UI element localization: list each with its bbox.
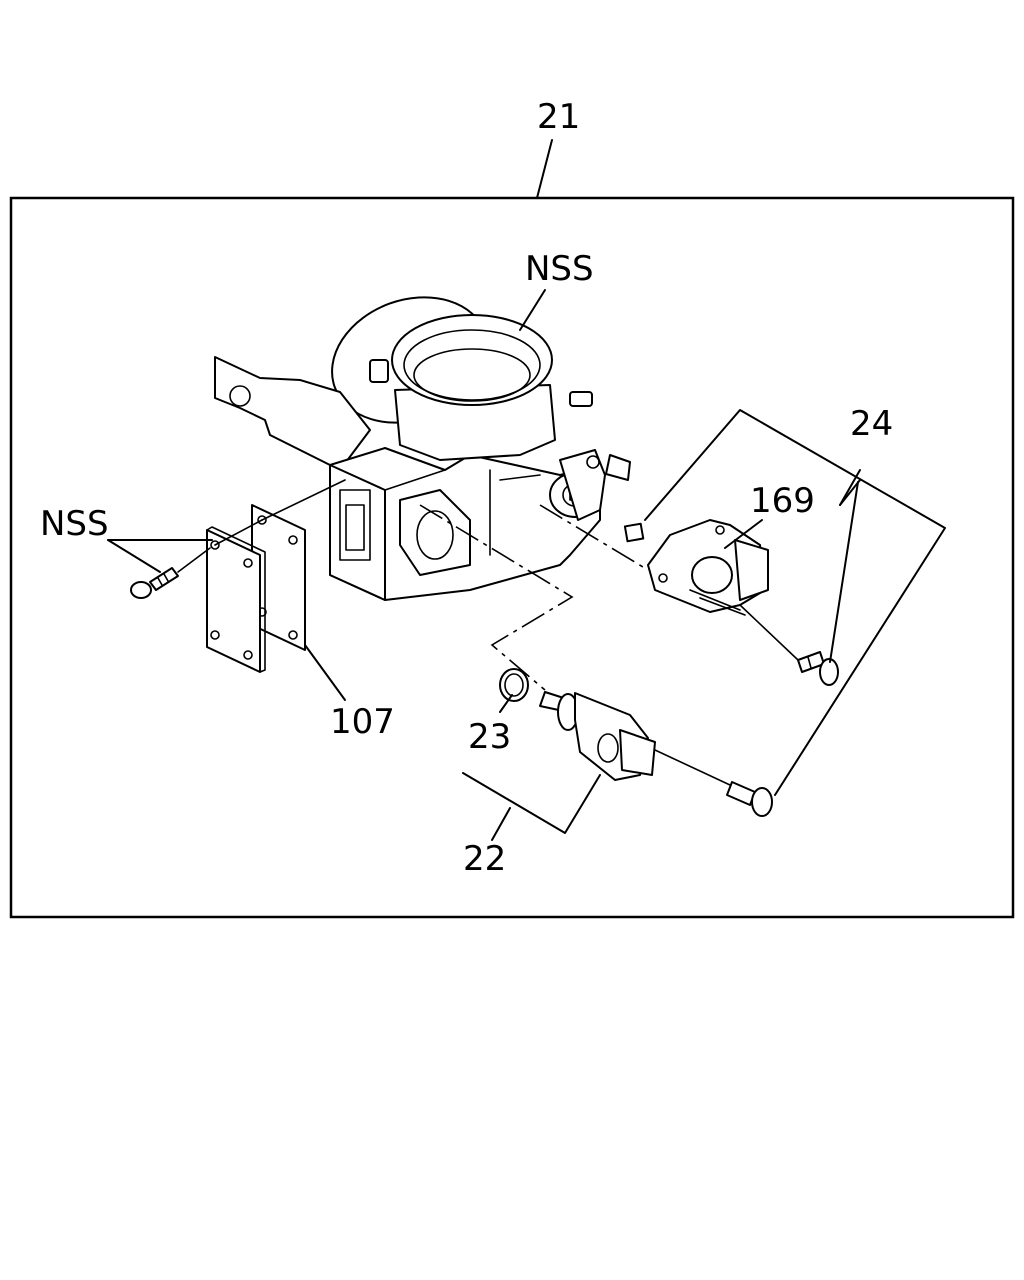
label-23: 23: [468, 717, 511, 757]
idle-air-control-valve: [539, 691, 656, 781]
leader-169: [724, 519, 763, 549]
throttle-position-sensor: [647, 519, 769, 616]
screw-valve: [726, 781, 773, 817]
leader-22-a: [491, 807, 511, 841]
cover-plate: [206, 526, 266, 673]
label-24: 24: [850, 404, 893, 444]
leader-22: [462, 772, 601, 834]
axis-sensor: [539, 504, 649, 571]
label-nss-left: NSS: [40, 504, 109, 544]
screw-sensor: [797, 651, 839, 686]
label-22: 22: [463, 839, 506, 879]
label-21: 21: [537, 97, 580, 137]
screw-left: [130, 567, 179, 599]
axis-valve: [419, 504, 574, 691]
leader-24-c: [829, 481, 859, 663]
leader-nss-left-b: [107, 539, 161, 573]
sensor-seal: [623, 522, 645, 543]
leader-nss-top: [519, 289, 546, 331]
assembly-frame: [9, 196, 1015, 919]
label-169: 169: [750, 481, 815, 521]
label-nss-top: NSS: [525, 249, 594, 289]
leader-24-bracket: [644, 409, 946, 796]
align-line-1: [261, 479, 346, 521]
leader-23: [499, 694, 513, 713]
throttle-body: [214, 296, 631, 601]
label-107: 107: [330, 702, 395, 742]
leader-21: [536, 139, 553, 199]
align-line-2: [214, 519, 263, 546]
leader-107: [304, 644, 346, 701]
axis-sensor-screw: [739, 604, 799, 661]
axis-valve-screw: [654, 749, 731, 786]
leader-24-a: [839, 469, 861, 506]
align-line-3: [177, 547, 211, 573]
